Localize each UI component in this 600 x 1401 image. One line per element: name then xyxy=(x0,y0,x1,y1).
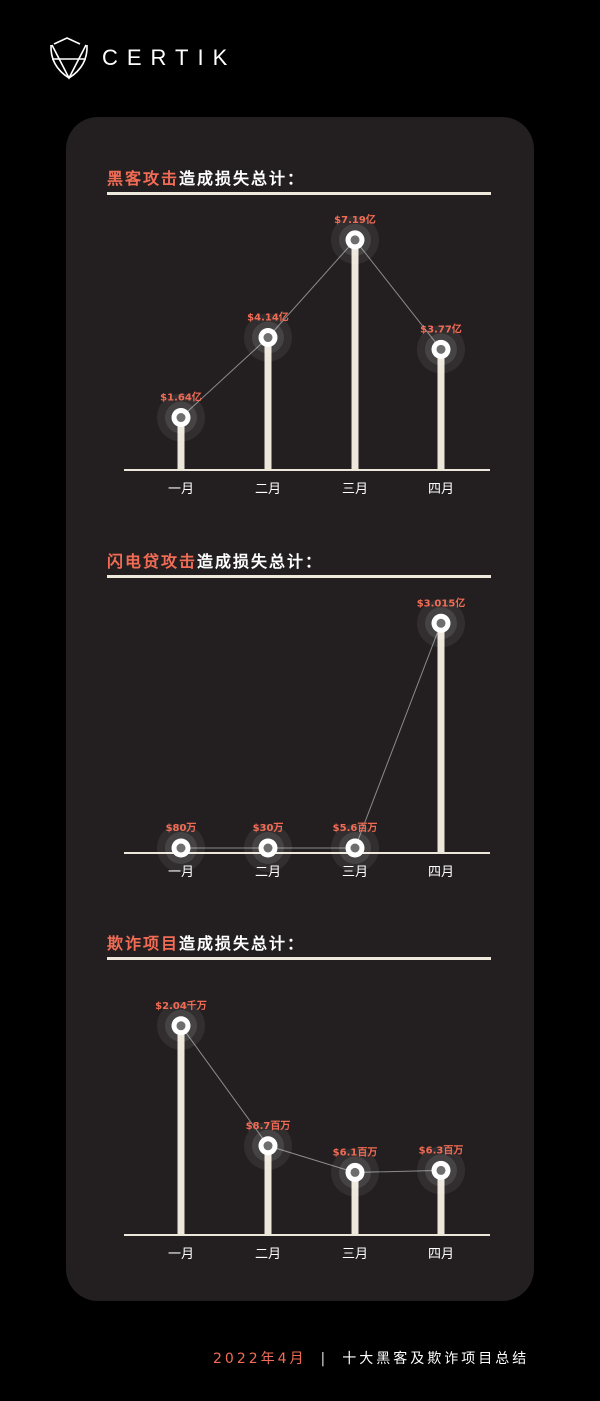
x-tick-label: 二月 xyxy=(255,482,281,497)
x-tick-label: 一月 xyxy=(168,1247,194,1262)
data-point-center xyxy=(176,413,186,423)
bar xyxy=(437,1170,445,1235)
brand-name: CERTIK xyxy=(102,45,237,70)
title-highlight: 闪电贷攻击 xyxy=(107,552,198,571)
chart-title: 黑客攻击造成损失总计： xyxy=(107,165,305,189)
footer-subtitle: 十大黑客及欺诈项目总结 xyxy=(342,1351,530,1367)
x-tick-label: 一月 xyxy=(168,482,194,497)
x-tick-label: 四月 xyxy=(428,865,454,880)
bar xyxy=(264,1145,272,1235)
chart-hack: 黑客攻击造成损失总计： $1.64亿一月 $4.14亿二月 $7.19亿三月 $3.7… xyxy=(66,165,534,497)
series-line xyxy=(180,1025,442,1173)
data-point-center xyxy=(436,344,446,354)
data-label: $5.6百万 xyxy=(333,822,378,834)
charts-card: 黑客攻击造成损失总计： $1.64亿一月$4.14亿二月$7.19亿三月$3.7… xyxy=(66,117,534,1301)
footer-separator: | xyxy=(320,1351,329,1367)
data-label: $2.04千万 xyxy=(155,999,207,1012)
title-rest: 造成损失总计： xyxy=(179,169,306,188)
data-label: $80万 xyxy=(166,822,197,834)
data-point-center xyxy=(350,843,360,853)
data-point-center xyxy=(176,843,186,853)
series-line xyxy=(180,239,442,418)
data-label: $30万 xyxy=(253,822,284,834)
data-label: $4.14亿 xyxy=(247,311,289,324)
data-label: $8.7百万 xyxy=(246,1120,291,1132)
bar xyxy=(177,1025,185,1235)
chart-fraud: 欺诈项目造成损失总计： $2.04千万一月 $8.7百万二月 $6.1百万三月 $6.… xyxy=(66,930,534,1262)
data-label: $6.3百万 xyxy=(419,1144,464,1156)
chart-title: 闪电贷攻击造成损失总计： xyxy=(107,548,323,572)
bar xyxy=(177,417,185,470)
data-label: $3.77亿 xyxy=(420,322,462,335)
data-point-center xyxy=(263,843,273,853)
x-tick-label: 四月 xyxy=(428,1247,454,1262)
bar xyxy=(437,349,445,470)
certik-shield-icon xyxy=(50,37,88,80)
title-rest: 造成损失总计： xyxy=(179,934,306,953)
x-tick-label: 一月 xyxy=(168,865,194,880)
title-highlight: 黑客攻击 xyxy=(107,169,180,188)
title-underline xyxy=(107,957,491,960)
footer-date: 2022年4月 xyxy=(213,1351,307,1367)
data-label: $6.1百万 xyxy=(333,1146,378,1158)
title-highlight: 欺诈项目 xyxy=(107,934,180,953)
data-point-center xyxy=(436,1165,446,1175)
x-tick-label: 四月 xyxy=(428,482,454,497)
bar xyxy=(351,239,359,470)
bar xyxy=(264,337,272,470)
x-tick-label: 三月 xyxy=(342,482,368,497)
title-rest: 造成损失总计： xyxy=(197,552,324,571)
data-label: $7.19亿 xyxy=(334,213,376,226)
data-point-center xyxy=(263,1141,273,1151)
bar xyxy=(437,623,445,853)
data-point-center xyxy=(263,333,273,343)
certik-logo: CERTIK xyxy=(48,36,236,80)
chart-flashloan: 闪电贷攻击造成损失总计： $80万一月 $30万二月 $5.6百万三月 $3.015亿… xyxy=(66,548,534,880)
bar xyxy=(351,1172,359,1235)
data-point-center xyxy=(350,1167,360,1177)
series-line xyxy=(181,623,442,849)
x-tick-label: 二月 xyxy=(255,865,281,880)
data-point-center xyxy=(350,235,360,245)
title-underline xyxy=(107,192,491,195)
footer: 2022年4月 | 十大黑客及欺诈项目总结 xyxy=(213,1348,529,1368)
title-underline xyxy=(107,575,491,578)
data-point-center xyxy=(176,1021,186,1031)
x-tick-label: 二月 xyxy=(255,1247,281,1262)
data-label: $1.64亿 xyxy=(160,391,202,404)
x-tick-label: 三月 xyxy=(342,1247,368,1262)
data-point-center xyxy=(436,618,446,628)
x-tick-label: 三月 xyxy=(342,865,368,880)
data-label: $3.015亿 xyxy=(417,596,466,609)
chart-title: 欺诈项目造成损失总计： xyxy=(107,930,305,954)
